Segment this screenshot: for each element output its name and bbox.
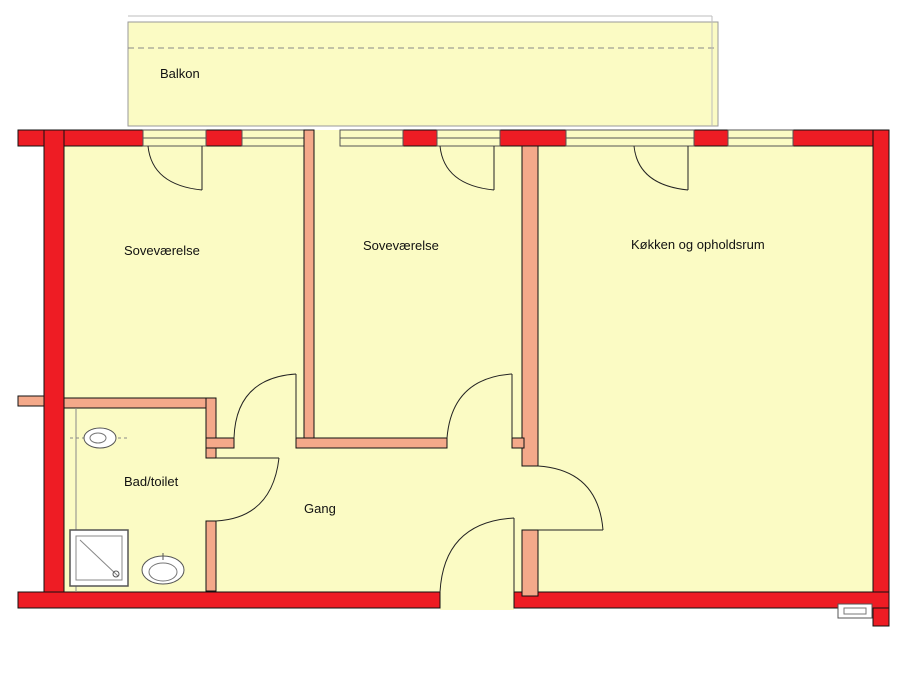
label-balcony: Balkon	[160, 66, 200, 81]
label-bedroom-2: Soveværelse	[363, 238, 439, 253]
sink-icon	[141, 553, 185, 585]
floor-areas	[48, 130, 888, 610]
doors	[147, 145, 689, 593]
label-bathroom: Bad/toilet	[124, 474, 179, 489]
label-bedroom-1: Soveværelse	[124, 243, 200, 258]
label-kitchen-living: Køkken og opholdsrum	[631, 237, 765, 252]
balcony	[127, 15, 719, 127]
shower-icon	[69, 529, 129, 587]
interior-walls	[17, 129, 539, 597]
label-hallway: Gang	[304, 501, 336, 516]
bathroom-fixtures	[69, 408, 185, 592]
meter-box-icon	[837, 603, 873, 619]
exterior-walls	[17, 129, 890, 627]
toilet-icon	[83, 427, 117, 449]
